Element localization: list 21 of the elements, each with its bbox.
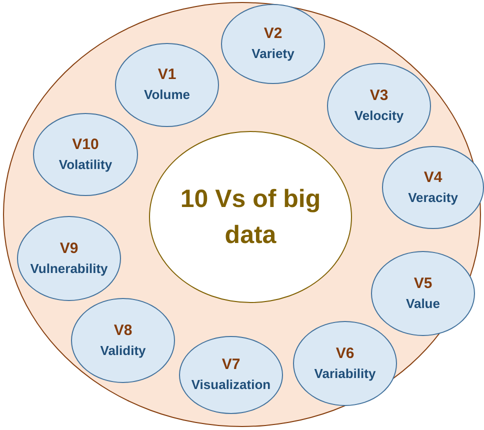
v-term: Variety (252, 45, 294, 63)
v-term: Veracity (408, 188, 458, 207)
v-number: V8 (114, 320, 132, 340)
v-term: Vulnerability (30, 260, 108, 278)
v-number: V10 (72, 134, 99, 154)
center-title: 10 Vs of big data (179, 184, 322, 251)
v-number: V5 (414, 274, 432, 294)
v-number: V6 (336, 344, 354, 364)
v-term: Volatility (58, 156, 112, 174)
v-number: V1 (158, 65, 176, 85)
v-number: V7 (222, 355, 240, 375)
v-term: Validity (100, 342, 146, 360)
v-term: Variability (314, 364, 376, 383)
v-number: V3 (370, 86, 388, 106)
v-number: V4 (424, 168, 442, 188)
v-term: Value (406, 294, 440, 312)
v-term: Visualization (191, 376, 271, 394)
v-term: Volume (144, 86, 190, 104)
v-number: V9 (60, 238, 78, 258)
v-term: Velocity (354, 107, 404, 125)
v-number: V2 (264, 24, 282, 44)
